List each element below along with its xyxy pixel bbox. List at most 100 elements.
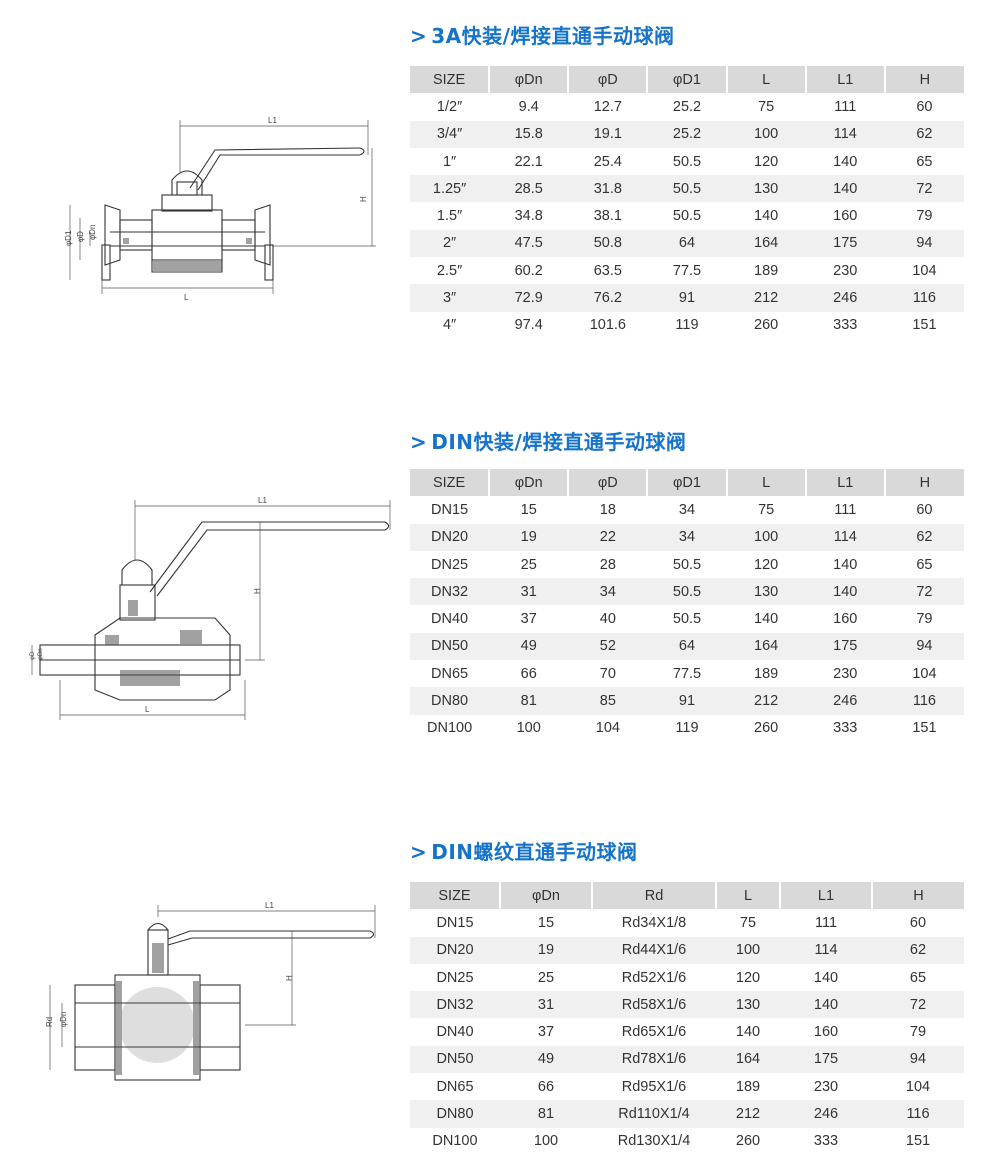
table-cell: 151 [905, 1133, 931, 1150]
table-cell: 230 [833, 665, 858, 682]
column-header: φDn [499, 882, 592, 910]
table-cell: 72 [884, 578, 964, 606]
table-cell: 100 [516, 720, 541, 737]
section-title: >DIN快装/焊接直通手动球阀 [410, 430, 687, 454]
table-cell: 140 [735, 1024, 761, 1041]
table-cell: 66 [537, 1078, 555, 1095]
table-cell: 60 [909, 914, 927, 931]
column-header: SIZE [410, 469, 490, 497]
table-cell: 111 [814, 914, 838, 931]
table-cell: 164 [716, 1045, 780, 1074]
table-cell: 260 [735, 1133, 761, 1150]
table-cell: 18 [599, 501, 616, 518]
valve-drawing-3a-svg: L1 H L φD1 φD φDn [64, 116, 376, 302]
dim-label-dn: φDn [38, 648, 44, 660]
table-cell: Rd58X1/6 [592, 991, 716, 1019]
valve-drawing-3a: L1 H L φD1 φD φDn [50, 110, 390, 310]
table-cell: DN50 [410, 632, 490, 661]
table-cell: 333 [833, 720, 858, 737]
column-header: φD [567, 66, 648, 94]
table-cell: 91 [647, 687, 727, 715]
table-cell: 9.4 [518, 98, 539, 115]
valve-drawing-din-clamp: L1 H L φD φDn [20, 490, 400, 730]
table-cell: 212 [716, 1100, 780, 1128]
table-cell: 246 [805, 284, 885, 312]
table-cell: 111 [834, 98, 857, 115]
table-cell: Rd110X1/4 [592, 1100, 716, 1128]
table-cell: 85 [568, 687, 648, 715]
table-cell: 72.9 [489, 284, 569, 312]
section-title: >DIN螺纹直通手动球阀 [410, 840, 638, 864]
table-cell: 140 [833, 556, 858, 573]
column-header: L [715, 882, 780, 910]
table-cell: DN32 [410, 991, 500, 1019]
table-cell: 34 [647, 523, 727, 551]
table-cell: 114 [805, 120, 885, 148]
table-cell: 140 [805, 175, 885, 203]
table-cell: 1″ [442, 153, 457, 170]
table-cell: 100 [533, 1133, 559, 1150]
table-cell: Rd130X1/4 [617, 1133, 691, 1150]
table-cell: 100 [716, 936, 780, 964]
table-cell: 37 [537, 1024, 555, 1041]
dim-label-dn: φDn [59, 1012, 68, 1027]
table-cell: 15 [537, 914, 555, 931]
table-cell: 333 [833, 317, 858, 334]
table-cell: 22 [568, 523, 648, 551]
table-cell: 130 [726, 578, 806, 606]
table-cell: 333 [813, 1133, 839, 1150]
table-cell: 79 [916, 208, 933, 225]
table-cell: 116 [884, 284, 964, 312]
table-cell: 64 [647, 632, 727, 661]
table-cell: 37 [520, 611, 537, 628]
table-cell: 120 [754, 556, 779, 573]
table-cell: 31 [500, 991, 592, 1019]
valve-drawing-din-thread: L1 H Rd φDn [40, 895, 390, 1135]
table-cell: 65 [909, 969, 927, 986]
table-cell: 151 [912, 720, 937, 737]
table-cell: 50.5 [672, 153, 702, 170]
table-cell: 50.5 [647, 578, 727, 606]
table-cell: DN15 [431, 501, 469, 518]
column-header: H [883, 66, 964, 94]
table-cell: 189 [754, 262, 779, 279]
table-cell: 34 [678, 501, 696, 518]
chevron-right-icon: > [410, 24, 428, 48]
table-cell: 50.5 [647, 175, 727, 203]
table-cell: 22.1 [514, 153, 543, 170]
table-cell: 50.5 [672, 611, 702, 628]
table-cell: 19 [489, 523, 569, 551]
column-header: Rd [591, 882, 716, 910]
table-cell: 140 [780, 991, 872, 1019]
table-cell: DN25 [431, 556, 469, 573]
table-cell: Rd95X1/6 [621, 1078, 687, 1095]
dim-label-rd: Rd [45, 1017, 54, 1027]
valve-drawing-din-thread-svg: L1 H Rd φDn [45, 901, 376, 1081]
table-cell: 140 [754, 611, 779, 628]
table-cell: Rd44X1/6 [592, 936, 716, 964]
table-cell: 160 [833, 611, 858, 628]
table-cell: 34 [568, 578, 648, 606]
table-cell: 65 [916, 556, 933, 573]
table-cell: DN20 [410, 936, 500, 964]
table-cell: 94 [884, 632, 964, 661]
table-cell: 91 [647, 284, 727, 312]
table-cell: 60 [916, 501, 933, 518]
table-cell: 63.5 [593, 262, 622, 279]
table-cell: 19 [500, 936, 592, 964]
table-cell: DN40 [431, 611, 469, 628]
table-cell: 49 [489, 632, 569, 661]
table-cell: 175 [805, 229, 885, 258]
